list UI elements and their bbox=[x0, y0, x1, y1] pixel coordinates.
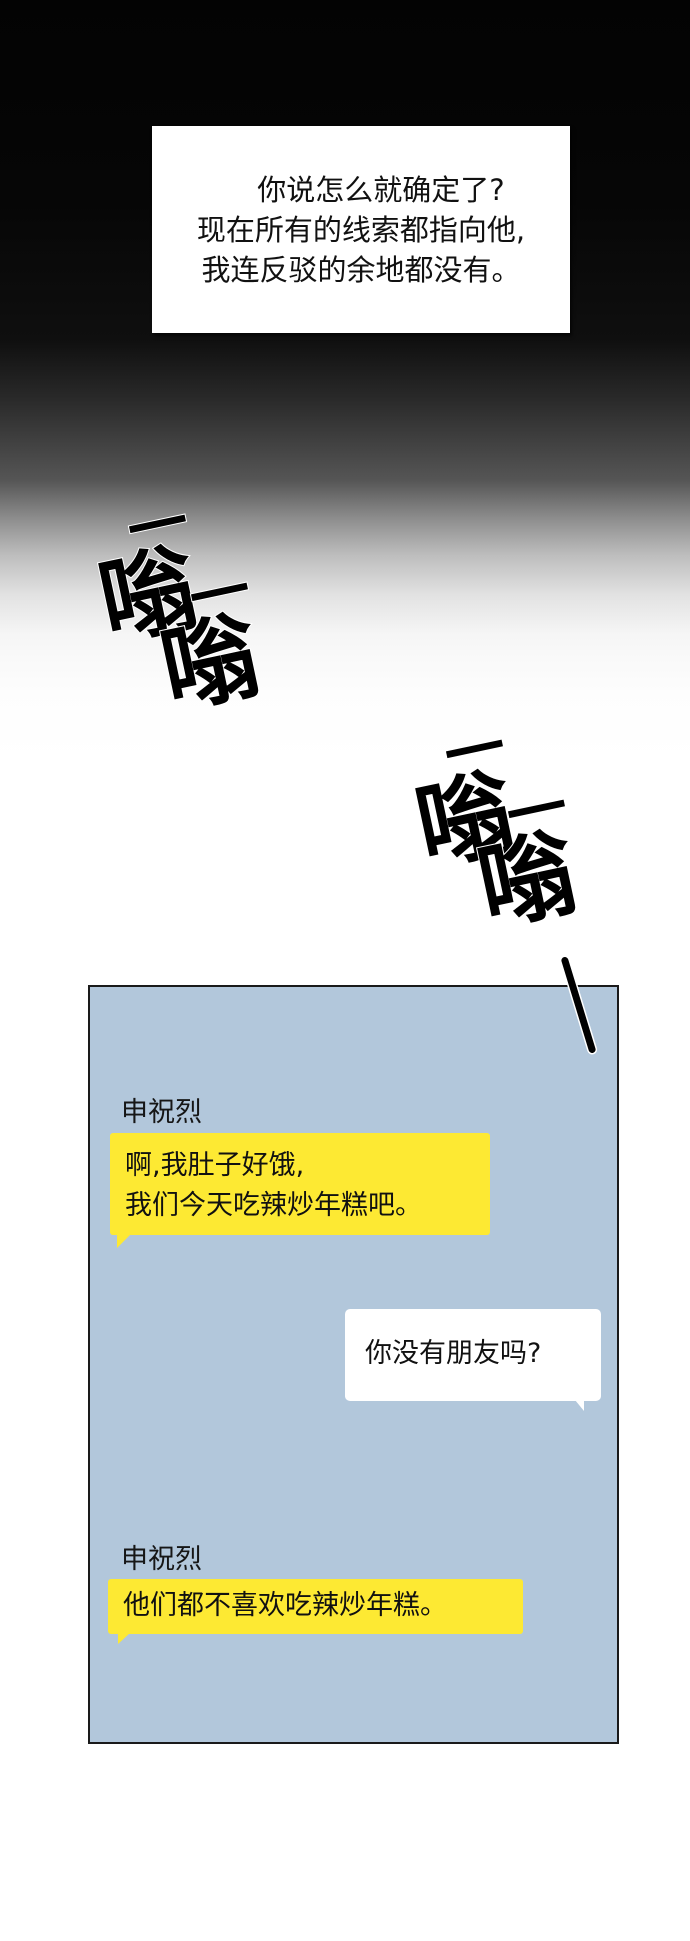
message-line: 你没有朋友吗? bbox=[365, 1338, 542, 1369]
sender-name: 申祝烈 bbox=[121, 1544, 202, 1575]
caption-line-2: 现在所有的线索都指向他, bbox=[196, 212, 526, 247]
message-line: 他们都不喜欢吃辣炒年糕。 bbox=[123, 1590, 447, 1621]
buzz-sfx-graphic: 嗡 一 嗡 一 bbox=[405, 711, 587, 947]
bubble-tail bbox=[575, 1400, 584, 1411]
sfx-dash-1: 一 bbox=[121, 487, 194, 568]
sender-name: 申祝烈 bbox=[121, 1097, 202, 1128]
caption-line-3: 我连反驳的余地都没有。 bbox=[201, 252, 521, 287]
incoming-message-bubble: 他们都不喜欢吃辣炒年糕。 bbox=[108, 1579, 523, 1634]
message-line: 我们今天吃辣炒年糕吧。 bbox=[125, 1190, 422, 1221]
incoming-message-bubble: 啊,我肚子好饿, 我们今天吃辣炒年糕吧。 bbox=[110, 1133, 490, 1235]
bubble-tail bbox=[117, 1234, 131, 1248]
sound-effect-buzz-right: 嗡 一 嗡 一 bbox=[405, 711, 615, 947]
sfx-dash-2: 一 bbox=[183, 555, 256, 636]
message-line: 啊,我肚子好饿, bbox=[125, 1150, 305, 1181]
caption-line-1: 你说怎么就确定了? bbox=[257, 172, 505, 207]
sfx-dash-4: 一 bbox=[500, 772, 573, 853]
sound-effect-buzz-left: 嗡 一 嗡 一 bbox=[88, 486, 300, 730]
narration-caption-box: 你说怎么就确定了? 现在所有的线索都指向他, 我连反驳的余地都没有。 bbox=[152, 126, 570, 333]
buzz-sfx-graphic: 嗡 一 嗡 一 bbox=[88, 486, 270, 730]
sfx-glyph-4: 嗡 bbox=[468, 816, 586, 946]
outgoing-message-bubble: 你没有朋友吗? bbox=[345, 1309, 601, 1401]
bubble-tail bbox=[118, 1633, 130, 1644]
